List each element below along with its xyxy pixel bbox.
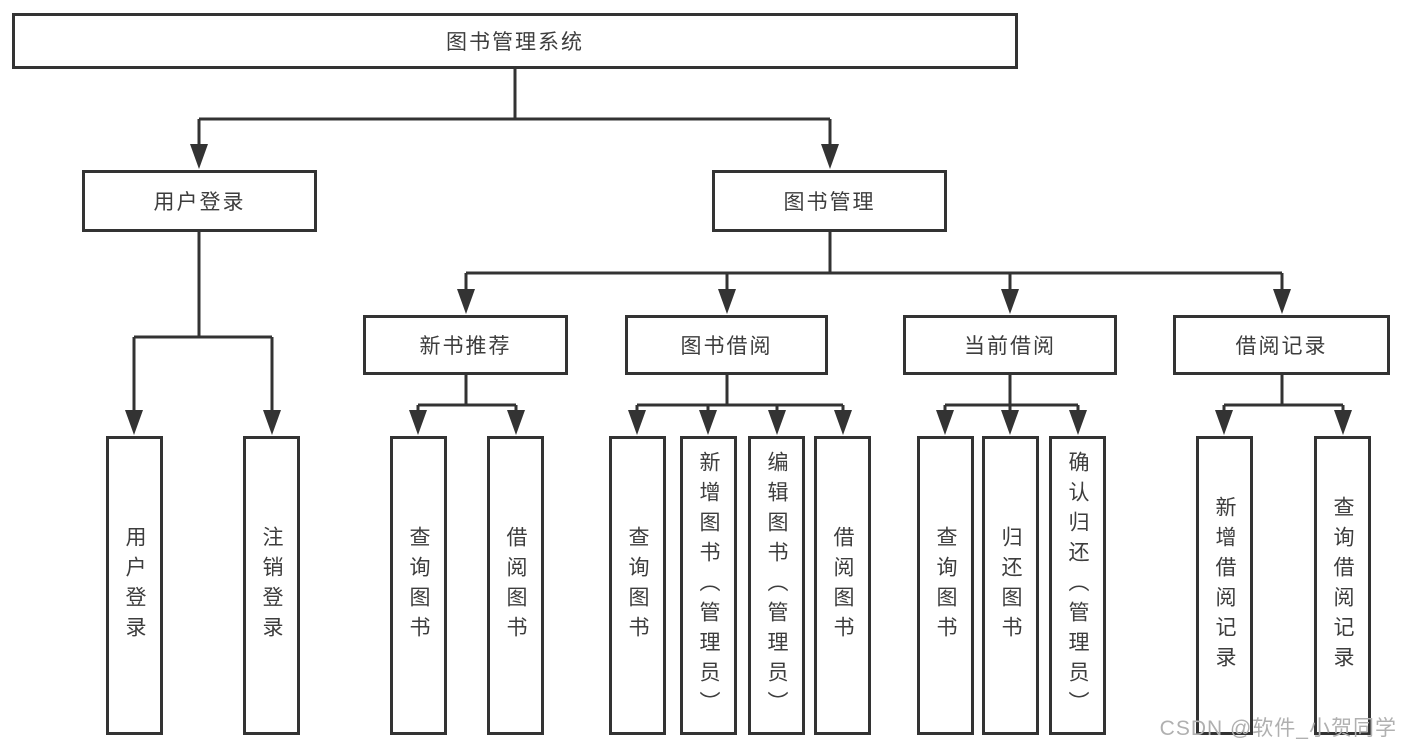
node-new-book-recommendation-label: 新书推荐 [419, 335, 512, 358]
leaf-query-borrow-record: 查询借阅记录 [1314, 436, 1371, 735]
node-user-login-label: 用户登录 [153, 191, 246, 214]
arrowhead-icon [936, 410, 954, 435]
leaf-query-books-recommend-label: 查询图书 [407, 525, 430, 646]
leaf-borrow-books-recommend-label: 借阅图书 [504, 525, 527, 646]
node-root-label: 图书管理系统 [446, 31, 584, 54]
connector-root-to-level2 [190, 69, 839, 169]
arrowhead-icon [409, 410, 427, 435]
leaf-borrow-books-recommend: 借阅图书 [487, 436, 544, 735]
arrowhead-icon [699, 410, 717, 435]
arrowhead-icon [1001, 289, 1019, 314]
node-book-borrowing: 图书借阅 [625, 315, 828, 375]
leaf-add-borrow-record-label: 新增借阅记录 [1213, 495, 1236, 676]
node-book-management-label: 图书管理 [783, 191, 876, 214]
leaf-query-books-borrowing: 查询图书 [609, 436, 666, 735]
arrowhead-icon [1215, 410, 1233, 435]
arrowhead-icon [1334, 410, 1352, 435]
leaf-return-book: 归还图书 [982, 436, 1039, 735]
leaf-logout-label: 注销登录 [260, 525, 283, 646]
arrowhead-icon [125, 410, 143, 435]
arrowhead-icon [628, 410, 646, 435]
leaf-confirm-return-admin-label: 确认归还（管理员） [1066, 450, 1089, 721]
node-current-borrowing: 当前借阅 [903, 315, 1117, 375]
connector-book-management-branch [457, 232, 1291, 314]
connector-current-borrowing-branch [936, 375, 1087, 435]
leaf-add-book-admin: 新增图书（管理员） [680, 436, 737, 735]
leaf-add-borrow-record: 新增借阅记录 [1196, 436, 1253, 735]
leaf-borrow-books-borrowing: 借阅图书 [814, 436, 871, 735]
connector-book-borrowing-branch [628, 375, 852, 435]
leaf-return-book-label: 归还图书 [999, 525, 1022, 646]
node-book-borrowing-label: 图书借阅 [680, 335, 773, 358]
leaf-query-books-recommend: 查询图书 [390, 436, 447, 735]
arrowhead-icon [834, 410, 852, 435]
arrowhead-icon [457, 289, 475, 314]
leaf-logout: 注销登录 [243, 436, 300, 735]
connector-user-login-branch [125, 232, 281, 435]
arrowhead-icon [507, 410, 525, 435]
leaf-query-borrow-record-label: 查询借阅记录 [1331, 495, 1354, 676]
arrowhead-icon [768, 410, 786, 435]
node-book-management: 图书管理 [712, 170, 947, 232]
leaf-query-books-borrowing-label: 查询图书 [626, 525, 649, 646]
arrowhead-icon [821, 144, 839, 169]
arrowhead-icon [718, 289, 736, 314]
arrowhead-icon [263, 410, 281, 435]
leaf-query-books-current-label: 查询图书 [934, 525, 957, 646]
leaf-query-books-current: 查询图书 [917, 436, 974, 735]
node-borrowing-records: 借阅记录 [1173, 315, 1390, 375]
csdn-watermark: CSDN @软件_小贺同学 [1159, 717, 1397, 740]
arrowhead-icon [1273, 289, 1291, 314]
arrowhead-icon [1069, 410, 1087, 435]
leaf-user-login: 用户登录 [106, 436, 163, 735]
node-root: 图书管理系统 [12, 13, 1018, 69]
leaf-user-login-label: 用户登录 [123, 525, 146, 646]
node-new-book-recommendation: 新书推荐 [363, 315, 568, 375]
leaf-confirm-return-admin: 确认归还（管理员） [1049, 436, 1106, 735]
arrowhead-icon [190, 144, 208, 169]
connector-borrowing-records-branch [1215, 375, 1352, 435]
leaf-add-book-admin-label: 新增图书（管理员） [697, 450, 720, 721]
arrowhead-icon [1001, 410, 1019, 435]
node-current-borrowing-label: 当前借阅 [964, 335, 1056, 358]
leaf-edit-book-admin: 编辑图书（管理员） [748, 436, 805, 735]
leaf-borrow-books-borrowing-label: 借阅图书 [831, 525, 854, 646]
node-borrowing-records-label: 借阅记录 [1235, 335, 1328, 358]
leaf-edit-book-admin-label: 编辑图书（管理员） [765, 450, 788, 721]
node-user-login: 用户登录 [82, 170, 317, 232]
connector-new-book-branch [409, 375, 525, 435]
